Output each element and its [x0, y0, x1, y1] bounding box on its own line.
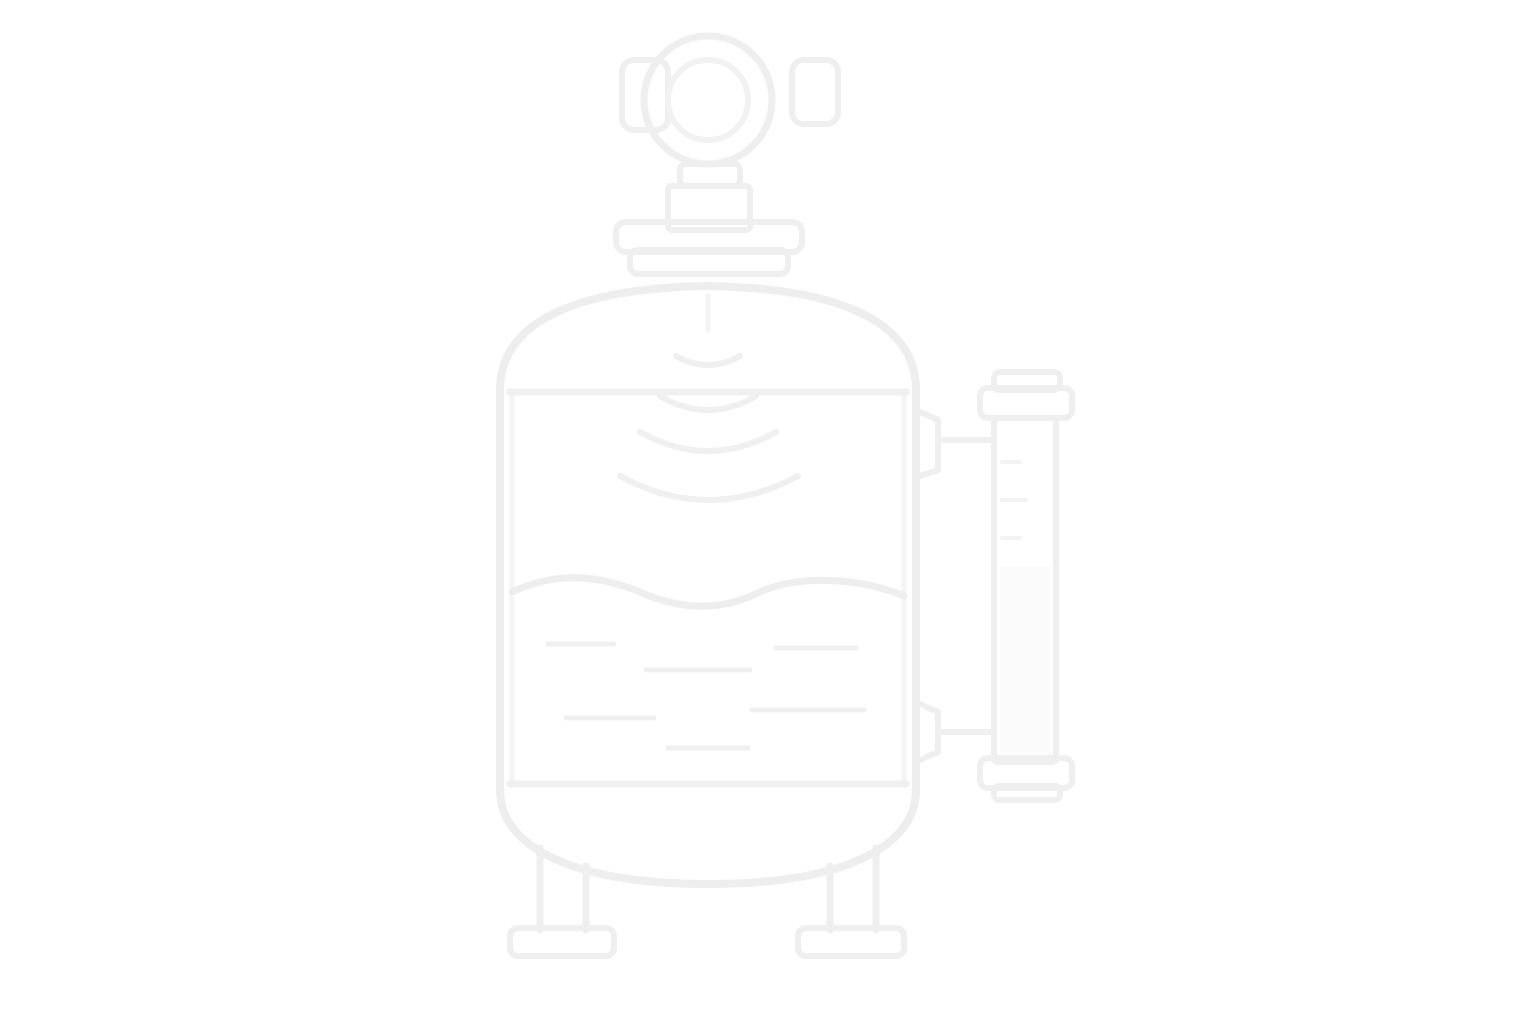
sight-glass-tube — [991, 415, 1059, 765]
sight-glass-liquid — [1000, 566, 1050, 756]
top-flange-base — [627, 247, 791, 277]
sight-glass-bottom-cap — [991, 783, 1063, 803]
liquid-surface-wave — [508, 574, 908, 610]
spray-arc-4 — [617, 473, 801, 503]
vessel-shell — [496, 282, 920, 888]
spray-arc-2 — [657, 393, 759, 413]
left-foot — [507, 925, 617, 959]
level-sight-glass-icon — [917, 369, 1075, 803]
vessel-inner-wall — [509, 393, 907, 787]
gauge-side-lug-right — [789, 57, 841, 127]
upper-connector-nozzle — [917, 409, 941, 479]
spray-arc-1 — [673, 353, 743, 368]
support-leg-icon — [507, 844, 907, 959]
inlet-pipe-icon — [613, 161, 805, 277]
gauge-outer-ring — [640, 32, 776, 168]
neck-pipe — [665, 183, 753, 233]
pressure-gauge-icon — [619, 32, 841, 168]
spray-arc-3 — [637, 429, 779, 454]
gauge-inner-dial — [665, 57, 751, 143]
left-leg — [536, 844, 590, 934]
tank-vessel-icon — [496, 282, 920, 888]
right-foot — [795, 925, 907, 959]
right-leg — [826, 844, 880, 934]
